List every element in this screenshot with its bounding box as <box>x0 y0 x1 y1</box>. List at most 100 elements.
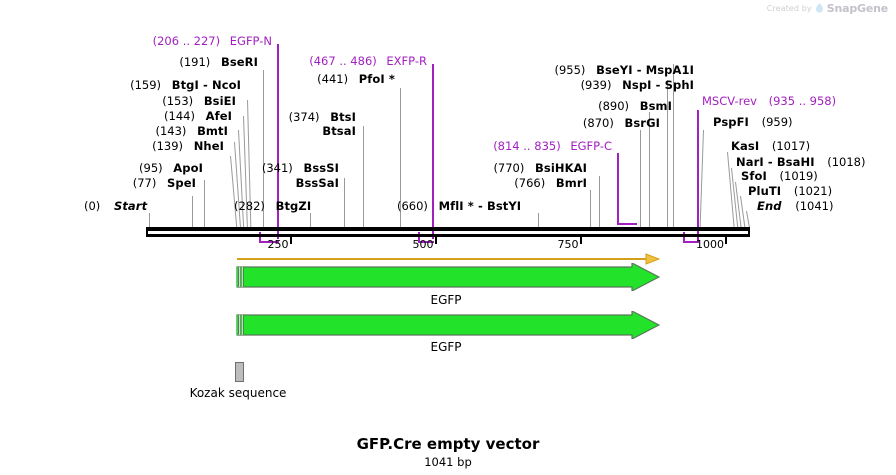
enzyme-pos-sfoi: (1019) <box>779 169 818 183</box>
enzyme-pos-bseri: (191) <box>179 55 211 69</box>
enzyme-label-mflii-bstyi: (660) MflI * - BstYI <box>397 200 521 213</box>
leader-nspi <box>667 80 668 228</box>
snapgene-logo-icon <box>815 3 823 14</box>
enzyme-label-bmri: (766) BmrI <box>514 177 587 190</box>
feature-bracket-egfp-c <box>617 153 637 225</box>
endpoint-label-end: End (1041) <box>757 200 833 213</box>
ruler-label-1000: 1000 <box>696 238 724 251</box>
enzyme-label-bmti: (143) BmtI <box>155 125 228 138</box>
leader-bseri <box>263 70 264 228</box>
leader-bmri <box>590 190 591 228</box>
feature-line-exfp-r <box>432 64 434 239</box>
enzyme-label-btgi-ncoi: (159) BtgI - NcoI <box>130 79 241 92</box>
enzyme-pos-afei: (144) <box>164 109 195 123</box>
enzyme-pos-kasi: (1017) <box>771 139 811 153</box>
enzyme-pos-bmti: (143) <box>155 124 187 138</box>
endpoint-label-start: (0) Start <box>84 200 147 213</box>
feature-bracket-mscv-rev <box>683 232 699 243</box>
leader-pfoi <box>400 88 401 228</box>
enzyme-pos-pluti: (1021) <box>793 184 833 198</box>
enzyme-label-bsssi: (341) BssSI <box>262 162 339 175</box>
feature-name-egfp-c: EGFP-C <box>570 139 612 153</box>
feature-bracket-exfp-r <box>418 232 434 243</box>
feature-label-egfp-n: (206 .. 227) EGFP-N <box>153 35 272 48</box>
enzyme-pos-pfoi: (441) <box>317 72 349 86</box>
enzyme-name-kasi: KasI <box>731 139 760 153</box>
snapgene-watermark: Created by SnapGene <box>767 2 888 15</box>
gene-arrow-egfp-1[interactable] <box>236 262 661 295</box>
enzyme-name-nhei: NheI <box>193 139 224 153</box>
enzyme-label-bseyi-mspa1i: (955) BseYI - MspA1I <box>555 64 695 77</box>
enzyme-pos-apoi: (95) <box>139 161 163 175</box>
enzyme-name-bmri: BmrI <box>555 176 587 190</box>
leader-bsrgi <box>640 130 641 228</box>
enzyme-name-pfoi: PfoI * <box>358 72 395 86</box>
enzyme-label-btgzi: (282) BtgZI <box>234 200 311 213</box>
leader-bseyi <box>673 64 674 228</box>
enzyme-label-btsai: BtsaI <box>322 125 356 138</box>
gene-arrow-egfp-2[interactable] <box>236 310 661 343</box>
enzyme-name-bsrgi: BsrGI <box>624 116 660 130</box>
enzyme-pos-btgzi: (282) <box>234 199 265 213</box>
enzyme-pos-bmri: (766) <box>514 176 546 190</box>
gene-label-egfp-1: EGFP <box>430 293 462 307</box>
enzyme-pos-spei: (77) <box>132 176 157 190</box>
enzyme-name-bsiei: BsiEI <box>203 94 236 108</box>
enzyme-pos-pspfi: (959) <box>761 115 793 129</box>
kozak-sequence-marker[interactable] <box>235 362 244 382</box>
feature-line-mscv-rev <box>697 110 699 243</box>
leader-end <box>746 210 750 228</box>
enzyme-pos-btsi: (374) <box>288 110 320 124</box>
enzyme-pos-bsrgi: (870) <box>582 116 614 130</box>
enzyme-label-bsmi: (890) BsmI <box>598 100 672 113</box>
feature-label-egfp-c: (814 .. 835) EGFP-C <box>493 140 612 153</box>
enzyme-name-spei: SpeI <box>167 176 196 190</box>
feature-bracket-egfp-n <box>259 232 279 243</box>
endpoint-name-start: Start <box>113 199 148 213</box>
enzyme-name-btsi: BtsI <box>330 110 356 124</box>
leader-start <box>149 213 150 228</box>
gene-label-egfp-2: EGFP <box>430 340 462 354</box>
enzyme-label-btsi: (374) BtsI <box>289 111 356 124</box>
enzyme-pos-bsssi: (341) <box>261 161 293 175</box>
enzyme-label-sfoi: SfoI (1019) <box>741 170 818 183</box>
leader-bsmi <box>649 112 650 228</box>
enzyme-name-btgi: BtgI - NcoI <box>171 78 241 92</box>
enzyme-label-nspi-sphi: (939) NspI - SphI <box>581 79 694 92</box>
enzyme-name-bseyi: BseYI - MspA1I <box>596 63 694 77</box>
enzyme-pos-bsmi: (890) <box>598 99 630 113</box>
enzyme-label-nhei: (139) NheI <box>152 140 224 153</box>
feature-label-mscv-rev: MSCV-rev (935 .. 958) <box>702 95 836 108</box>
enzyme-pos-bseyi: (955) <box>554 63 586 77</box>
leader-bsssi <box>344 178 345 228</box>
enzyme-name-bseri: BseRI <box>220 55 258 69</box>
leader-btsi <box>363 126 364 228</box>
enzyme-pos-btgi: (159) <box>130 78 162 92</box>
feature-name-mscv-rev: MSCV-rev <box>702 94 757 108</box>
ruler-label-750: 750 <box>557 238 579 251</box>
leader-pspfi <box>699 129 704 228</box>
enzyme-name-btgzi: BtgZI <box>275 199 312 213</box>
kozak-sequence-label: Kozak sequence <box>189 386 287 400</box>
enzyme-label-bsihkai: (770) BsiHKAI <box>493 162 587 175</box>
backbone-cap-right <box>748 227 750 237</box>
enzyme-name-bsmi: BsmI <box>639 99 672 113</box>
endpoint-name-end: End <box>757 199 782 213</box>
enzyme-pos-nspi: (939) <box>580 78 612 92</box>
enzyme-label-afei: (144) AfeI <box>164 110 232 123</box>
enzyme-label-bsssai: BssSaI <box>296 177 339 190</box>
enzyme-name-mflii: MflI * - BstYI <box>438 199 522 213</box>
leader-spei <box>192 196 193 228</box>
sequence-backbone-upper <box>146 227 750 231</box>
enzyme-label-pluti: PluTI (1021) <box>748 185 832 198</box>
backbone-cap-left <box>146 227 148 237</box>
enzyme-label-nari-bsahi: NarI - BsaHI (1018) <box>736 156 866 169</box>
enzyme-name-apoi: ApoI <box>173 161 203 175</box>
enzyme-pos-mflii: (660) <box>397 199 428 213</box>
endpoint-pos-start: (0) <box>84 199 101 213</box>
ruler-label-250: 250 <box>267 238 289 251</box>
feature-line-egfp-n <box>277 44 279 239</box>
feature-name-exfp-r: EXFP-R <box>386 54 427 68</box>
promoter-arrow <box>236 250 661 269</box>
